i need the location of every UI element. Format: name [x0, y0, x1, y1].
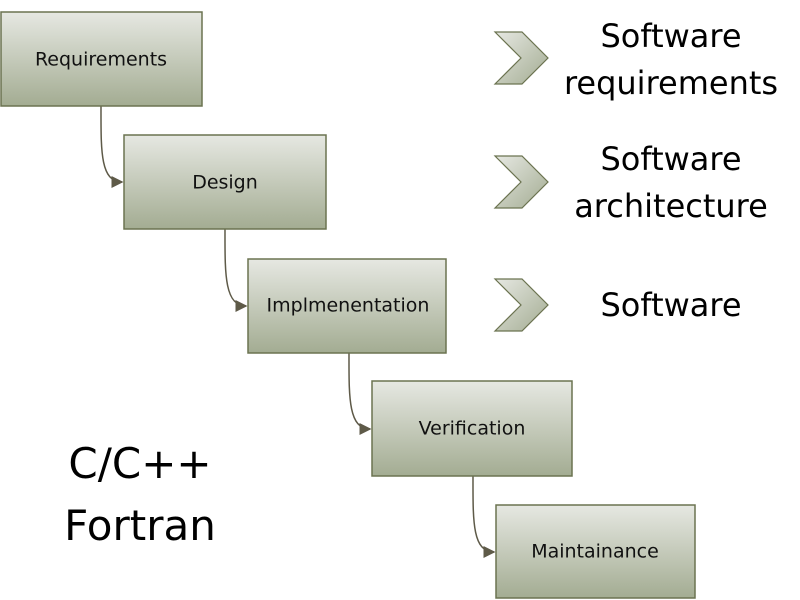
language-text: C/C++ — [68, 439, 211, 488]
connector-arrow — [472, 475, 496, 558]
language-text: Fortran — [64, 501, 216, 550]
connector-arrow — [348, 352, 372, 435]
stage-verification: Verification — [371, 380, 573, 477]
chevron-right-icon — [493, 155, 549, 209]
stage-label: Requirements — [35, 49, 167, 71]
chevron-right-icon — [493, 278, 549, 332]
connector-arrow — [100, 105, 124, 188]
stage-implementation: Implmenentation — [247, 258, 447, 354]
connector-arrow — [224, 228, 248, 312]
stage-label: Verification — [419, 418, 526, 440]
output-text: architecture — [574, 187, 768, 225]
output-text: Software — [600, 286, 741, 324]
stage-label: Implmenentation — [267, 295, 430, 317]
stage-design: Design — [123, 134, 327, 230]
stage-label: Design — [192, 172, 258, 194]
stage-requirements: Requirements — [0, 11, 203, 107]
stage-maintenance: Maintainance — [495, 504, 696, 599]
output-text: requirements — [564, 64, 778, 102]
chevron-right-icon — [493, 31, 549, 85]
stage-label: Maintainance — [531, 541, 659, 563]
output-text: Software — [600, 17, 741, 55]
output-text: Software — [600, 140, 741, 178]
